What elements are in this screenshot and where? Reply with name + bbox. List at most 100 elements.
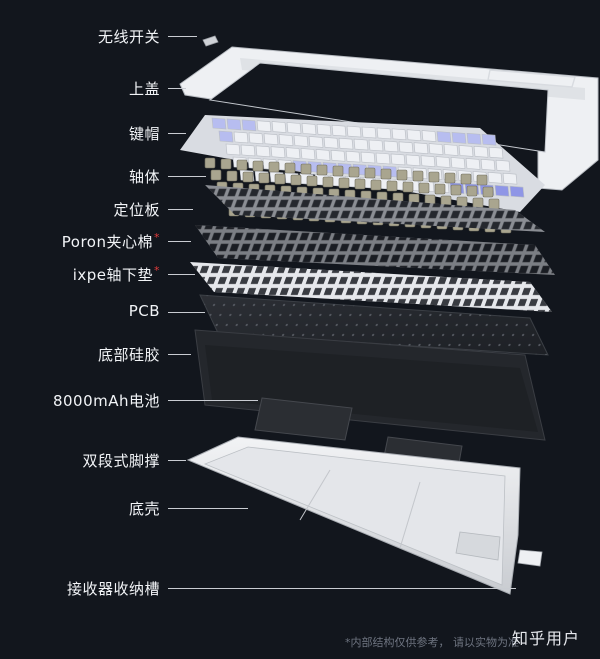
switch <box>418 182 430 194</box>
keycap <box>398 141 414 154</box>
callout-label: 双段式脚撑 <box>82 450 160 471</box>
keycap <box>286 122 302 134</box>
keycap <box>240 144 256 157</box>
callout-label: 无线开关 <box>98 26 160 47</box>
switch <box>482 186 494 198</box>
asterisk-mark: * <box>154 231 160 244</box>
switch <box>332 165 344 177</box>
keycap <box>502 172 518 185</box>
switch <box>220 158 232 170</box>
keycap <box>360 151 376 164</box>
keycap <box>406 129 422 142</box>
callout-label: ixpe轴下垫* <box>73 264 160 285</box>
keycap <box>383 140 399 153</box>
keycap <box>330 149 346 162</box>
leader-line <box>168 88 186 89</box>
keycap <box>353 138 369 151</box>
keycap <box>488 146 504 159</box>
leader-line <box>168 133 186 134</box>
keycap <box>293 135 309 147</box>
watermark: 知乎用户 <box>512 629 581 648</box>
keycap <box>255 145 271 158</box>
callout-label-text: 定位板 <box>113 201 160 219</box>
keycap <box>263 133 279 146</box>
callout-label-text: Poron夹心棉 <box>61 233 153 251</box>
switch <box>450 184 462 196</box>
leader-line <box>168 400 258 401</box>
keycap <box>473 145 489 158</box>
keycap <box>390 153 406 166</box>
pcb-part <box>199 294 549 356</box>
callout-label-text: 上盖 <box>128 80 160 98</box>
callout-label-text: PCB <box>128 302 160 320</box>
switch <box>300 163 312 175</box>
callout-label: 上盖 <box>129 78 160 99</box>
keycap <box>443 144 459 156</box>
keycap <box>458 145 474 157</box>
keycap <box>300 148 316 160</box>
switch <box>322 176 334 188</box>
leader-line <box>168 508 248 509</box>
switch <box>396 169 408 181</box>
switch <box>348 166 360 178</box>
keycap <box>233 131 249 144</box>
switch <box>242 171 254 183</box>
keycap <box>435 156 451 168</box>
keycap <box>487 171 503 184</box>
callout-label-text: 接收器收纳槽 <box>66 580 160 598</box>
leader-line <box>168 241 191 242</box>
keycap <box>256 120 272 133</box>
leader-line <box>168 312 205 313</box>
bottom-case-part <box>186 436 521 595</box>
keycap <box>278 134 294 146</box>
switch <box>268 161 280 173</box>
switch <box>428 171 440 183</box>
keycap <box>466 132 482 145</box>
keycap <box>428 143 444 155</box>
leader-line <box>168 209 193 210</box>
callout-label: 定位板 <box>113 199 160 220</box>
switch <box>306 175 318 187</box>
switch <box>354 178 366 190</box>
keycap <box>316 123 332 136</box>
switch <box>236 159 248 171</box>
keycap <box>241 119 257 132</box>
keycap <box>375 152 391 165</box>
switch <box>370 179 382 191</box>
keycap <box>271 121 287 133</box>
keycap <box>495 159 511 172</box>
callout-label-text: ixpe轴下垫 <box>72 266 153 284</box>
callout-label-text: 键帽 <box>128 125 160 143</box>
leader-line <box>168 460 186 461</box>
callout-label-text: 8000mAh电池 <box>52 392 160 410</box>
callout-label-text: 双段式脚撑 <box>82 452 160 470</box>
keycap <box>391 128 407 141</box>
switch <box>338 177 350 189</box>
keycap <box>480 158 496 171</box>
keycap <box>331 124 347 137</box>
keycap <box>345 150 361 163</box>
leader-line <box>168 354 191 355</box>
switch <box>466 185 478 197</box>
keycap <box>368 139 384 152</box>
switch <box>226 170 238 182</box>
keycap <box>285 147 301 159</box>
keycap <box>376 127 392 140</box>
ixpe-pad-part <box>190 262 552 312</box>
callout-label-text: 底壳 <box>128 500 160 518</box>
callout-label: 轴体 <box>129 166 160 187</box>
callout-label: 底部硅胶 <box>98 344 160 365</box>
leader-line <box>168 588 516 589</box>
plate-part <box>205 185 545 232</box>
receiver-part <box>517 549 543 567</box>
switch <box>364 167 376 179</box>
switch <box>252 160 264 172</box>
switch <box>284 162 296 174</box>
keycap <box>436 131 452 143</box>
switch <box>316 164 328 176</box>
switch <box>444 172 456 184</box>
switch <box>274 173 286 185</box>
callout-label: 底壳 <box>129 498 160 519</box>
keycap <box>301 123 317 135</box>
